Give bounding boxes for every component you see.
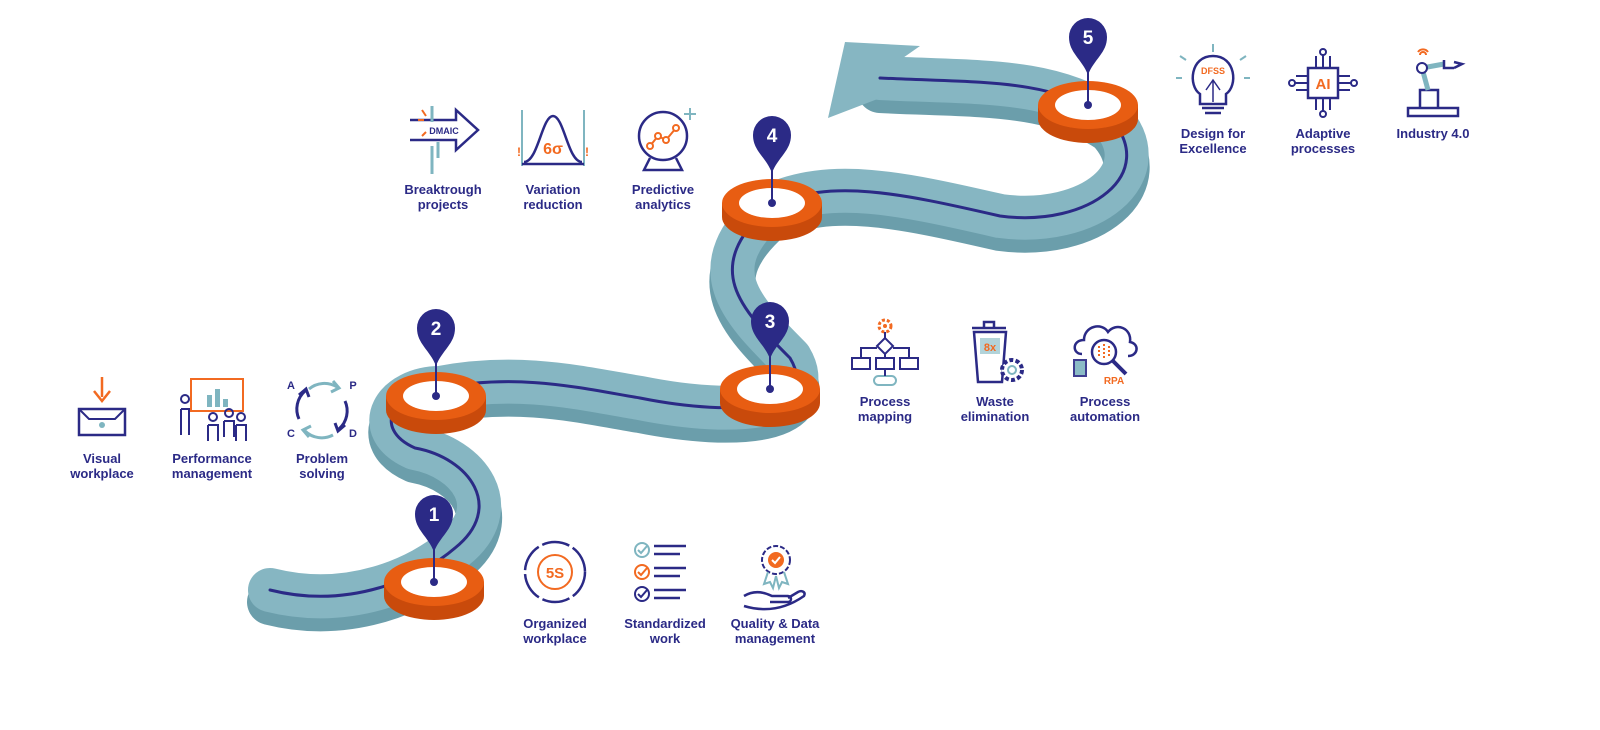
feature-label: Variation reduction [523,182,583,212]
crystal-ball-icon [637,108,696,172]
feature-label: Breaktrough projects [404,182,482,212]
team-board-icon [180,378,247,441]
feature-variation-reduction: 6σ!! Variation reduction [498,106,608,212]
5s-circle-icon: 5S [523,540,587,604]
milestone-5: 5 [1038,18,1138,143]
feature-process-automation: RPA Process automation [1050,318,1160,424]
feature-label: Design for Excellence [1179,126,1247,156]
milestone-3: 3 [720,302,820,427]
feature-performance-management: Performance management [157,375,267,481]
feature-standardized-work: Standardized work [610,540,720,646]
feature-label: Process automation [1069,394,1141,424]
svg-text:6σ: 6σ [543,141,563,158]
milestone-2: 2 [386,309,486,434]
feature-label: Problem solving [295,451,348,481]
checklist-icon [634,542,686,602]
milestone-number: 4 [767,126,778,147]
feature-design-for-excellence: DFSS Design for Excellence [1158,44,1268,156]
road-arrow-head [828,42,920,118]
feature-organized-workplace: 5S Organized workplace [500,540,610,646]
svg-text:5S: 5S [546,565,564,582]
svg-text:DMAIC: DMAIC [429,126,459,136]
svg-text:RPA: RPA [1104,376,1124,387]
inbox-arrow-icon [77,377,127,437]
feature-label: Waste elimination [960,394,1030,424]
feature-label: Process mapping [857,394,913,424]
bell-curve-icon: 6σ!! [517,110,589,166]
feature-quality-data-management: Quality & Data management [720,540,830,646]
feature-label: Visual workplace [70,451,134,481]
lightbulb-icon: DFSS [1176,44,1250,115]
svg-text:P: P [349,380,356,392]
milestone-number: 5 [1083,28,1094,49]
svg-text:DFSS: DFSS [1201,66,1225,76]
feature-predictive-analytics: Predictive analytics [608,106,718,212]
feature-breakthrough-projects: DMAIC Breaktrough projects [388,106,498,212]
svg-text:8x: 8x [984,342,997,354]
feature-label: Adaptive processes [1290,126,1356,156]
svg-text:!: ! [517,145,521,159]
pdca-cycle-icon: A P C D [287,380,357,440]
feature-label: Organized workplace [523,616,587,646]
ai-chip-icon: AI [1288,48,1358,118]
feature-label: Performance management [171,451,253,481]
flowchart-gear-icon [851,318,919,386]
svg-text:C: C [287,428,295,440]
milestone-number: 2 [431,319,442,340]
milestone-number: 1 [429,505,440,526]
milestone-1: 1 [384,495,484,620]
milestone-number: 3 [765,312,776,333]
feature-adaptive-processes: AI Adaptive processes [1268,48,1378,156]
cloud-magnifier-icon: RPA [1073,325,1138,387]
svg-text:D: D [349,428,357,440]
feature-industry-4-0: Industry 4.0 [1378,48,1488,141]
feature-process-mapping: Process mapping [830,318,940,424]
svg-text:AI: AI [1316,76,1331,93]
milestone-4: 4 [722,116,822,241]
feature-visual-workplace: Visual workplace [47,375,157,481]
milestones: 1 2 3 4 5 [384,18,1138,620]
feature-label: Quality & Data management [730,616,820,646]
feature-label: Standardized work [624,616,706,646]
svg-text:!: ! [585,145,589,159]
hand-rosette-icon [743,545,806,611]
bin-gear-icon: 8x [972,320,1024,384]
feature-label: Predictive analytics [631,182,695,212]
dmaic-arrow-icon: DMAIC [410,106,480,174]
svg-text:A: A [287,380,295,392]
robot-arm-icon [1406,48,1466,118]
feature-label: Industry 4.0 [1396,126,1470,141]
